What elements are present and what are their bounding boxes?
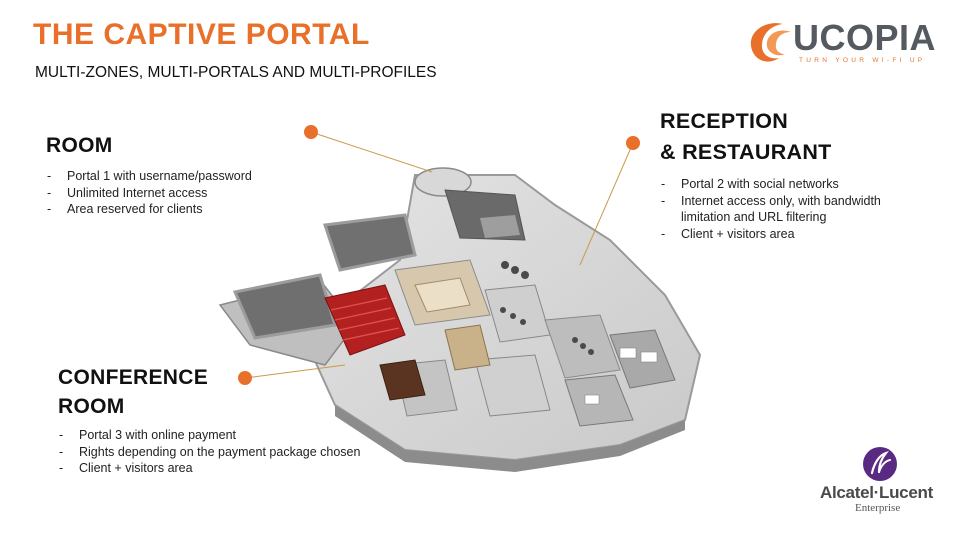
page-subtitle: MULTI-ZONES, MULTI-PORTALS AND MULTI-PRO… [35,64,437,81]
zone-conference-title: CONFERENCE ROOM [58,363,418,421]
zone-conference-title-line1: CONFERENCE [58,366,209,389]
zone-conference-title-line2: ROOM [58,395,125,418]
zone-reception-title-line2: & RESTAURANT [660,140,832,164]
zone-conference: CONFERENCE ROOM Portal 3 with online pay… [58,363,418,477]
list-item: Portal 2 with social networks [660,176,910,193]
zone-reception-bullets: Portal 2 with social networks Internet a… [660,176,910,242]
list-item: Client + visitors area [660,226,910,243]
zone-reception-title: RECEPTION & RESTAURANT [660,106,910,168]
ucopia-wordmark: UCOPIA [793,17,937,58]
zone-reception: RECEPTION & RESTAURANT Portal 2 with soc… [660,106,910,242]
theater-seats [324,284,406,356]
zone-room: ROOM Portal 1 with username/password Unl… [46,131,326,218]
zone-reception-title-line1: RECEPTION [660,109,789,133]
list-item: Internet access only, with bandwidth lim… [660,193,910,226]
zone-room-title: ROOM [46,134,113,157]
list-item: Unlimited Internet access [46,185,326,202]
list-item: Area reserved for clients [46,201,326,218]
partner-subtitle: Enterprise [855,502,901,514]
zone-conference-bullets: Portal 3 with online payment Rights depe… [58,427,418,477]
floor-slab-edge [335,405,685,472]
orange-swoosh-icon [750,23,791,62]
list-item: Client + visitors area [58,460,418,477]
ucopia-tagline: TURN YOUR WI-FI UP [799,57,926,64]
conference-room-block [379,359,426,401]
alcatel-lucent-logo: Alcatel·Lucent Enterprise [820,446,945,521]
zone-room-bullets: Portal 1 with username/password Unlimite… [46,168,326,218]
pool-top [322,213,417,272]
list-item: Portal 3 with online payment [58,427,418,444]
alcatel-lucent-swirl-icon [863,447,897,481]
round-tower [414,167,472,197]
partner-wordmark: Alcatel·Lucent [820,483,933,502]
pool-left [232,273,337,340]
page-title: THE CAPTIVE PORTAL [33,18,370,51]
list-item: Rights depending on the payment package … [58,444,418,461]
ucopia-logo: UCOPIA TURN YOUR WI-FI UP [745,16,940,66]
list-item: Portal 1 with username/password [46,168,326,185]
